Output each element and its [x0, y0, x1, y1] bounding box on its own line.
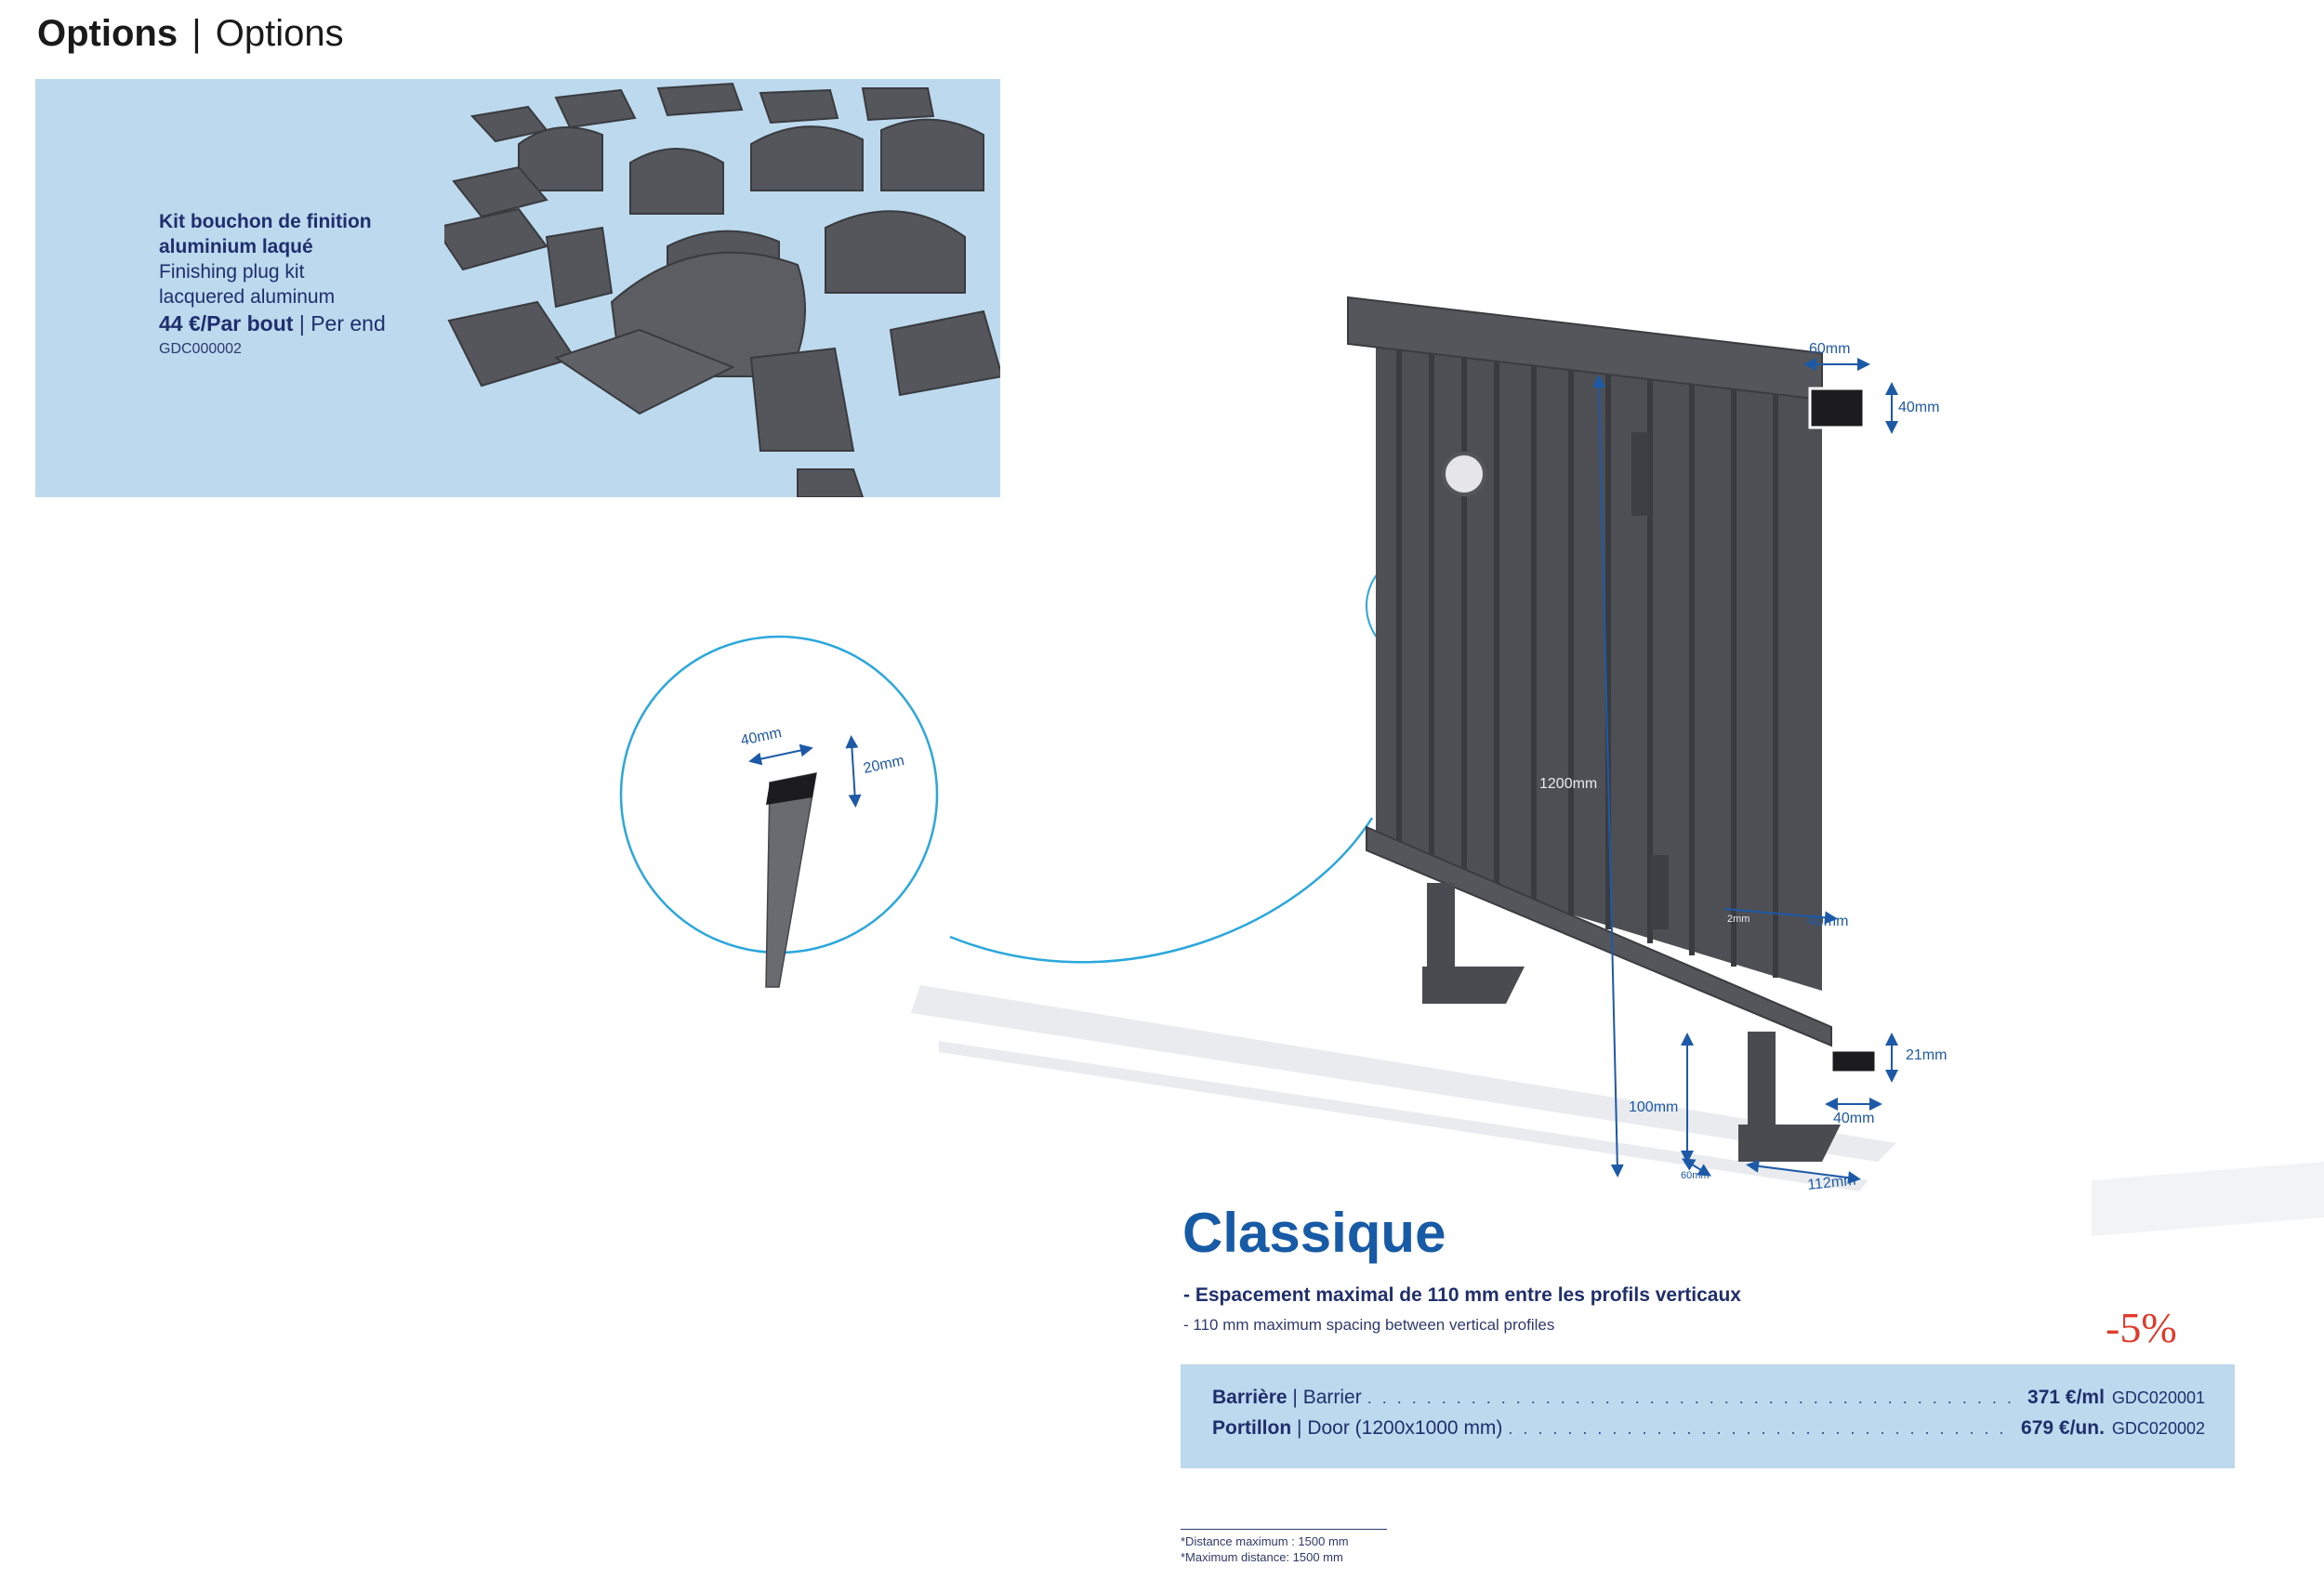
discount-badge: -5% — [2106, 1304, 2177, 1351]
plug-kit-description: Kit bouchon de finition aluminium laqué … — [159, 209, 386, 362]
price-label-separator: | — [1297, 1417, 1302, 1439]
plug-kit-name-fr-line1: Kit bouchon de finition — [159, 211, 372, 232]
plug-kit-panel: Kit bouchon de finition aluminium laqué … — [35, 79, 1000, 497]
price-label: Portillon | Door (1200x1000 mm) — [1212, 1417, 1502, 1440]
price-row-door: Portillon | Door (1200x1000 mm) . . . . … — [1212, 1417, 2205, 1445]
footnote-en: *Maximum distance: 1500 mm — [1181, 1550, 1343, 1564]
plug-kit-code: GDC000002 — [159, 341, 242, 357]
price-label: Barrière | Barrier — [1212, 1387, 1362, 1409]
price-value: 371 €/ml — [2027, 1387, 2105, 1408]
plug-kit-name-fr-line2: aluminium laqué — [159, 236, 313, 257]
price-label-en: Door (1200x1000 mm) — [1307, 1417, 1503, 1439]
dimension-lines — [1592, 358, 1898, 1185]
footnote: *Distance maximum : 1500 mm *Maximum dis… — [1181, 1529, 1387, 1565]
fence-shadow — [911, 985, 2324, 1236]
dimension-top-rail-height: 40mm — [1898, 400, 1939, 415]
callout-connector — [949, 817, 1374, 964]
price-code: GDC020001 — [2111, 1388, 2205, 1407]
dimension-baluster-width: 40mm — [739, 725, 783, 749]
plug-kit-price-fr: 44 €/Par bout — [159, 311, 294, 336]
price-value: 679 €/un. — [2021, 1417, 2105, 1439]
price-label-fr: Barrière — [1212, 1387, 1287, 1408]
dimension-baluster-depth: 20mm — [862, 753, 905, 777]
page-title-separator: | — [191, 13, 202, 54]
plug-kit-price: 44 €/Par bout | Per end — [159, 311, 386, 336]
dimension-bottom-rail-height: 21mm — [1906, 1047, 1947, 1063]
baluster-detail — [748, 735, 862, 988]
dimension-base-depth: 60mm — [1681, 1170, 1710, 1181]
page-title-en: Options — [215, 13, 344, 54]
finishing-plug-illustration — [444, 82, 1000, 497]
plug-kit-name-en-line1: Finishing plug kit — [159, 261, 305, 283]
price-list: Barrière | Barrier . . . . . . . . . . .… — [1181, 1364, 2235, 1468]
price-leader-dots: . . . . . . . . . . . . . . . . . . . . … — [1367, 1388, 2022, 1407]
page-title-fr: Options — [37, 13, 178, 54]
dimension-bottom-rail-width: 40mm — [1833, 1111, 1874, 1126]
dimension-lower-rail-width: 40mm — [1807, 914, 1848, 929]
plug-kit-price-en: Per end — [310, 311, 386, 336]
feature-en: - 110 mm maximum spacing between vertica… — [1183, 1316, 1555, 1334]
page-title: Options | Options — [37, 13, 344, 55]
feature-fr: - Espacement maximal de 110 mm entre les… — [1183, 1284, 1741, 1306]
price-code: GDC020002 — [2111, 1419, 2205, 1438]
dimension-base-width: 112mm — [1807, 1173, 1857, 1193]
dimension-height: 1200mm — [1539, 776, 1597, 792]
fence-body — [1347, 296, 1878, 1162]
price-label-fr: Portillon — [1212, 1417, 1292, 1439]
dimension-gap: 2mm — [1727, 914, 1750, 925]
plug-kit-name-en-line2: lacquered aluminum — [159, 286, 336, 308]
footnote-fr: *Distance maximum : 1500 mm — [1181, 1534, 1349, 1548]
price-row-barrier: Barrière | Barrier . . . . . . . . . . .… — [1212, 1387, 2205, 1414]
plug-kit-price-separator: | — [298, 311, 305, 336]
dimension-ground-clearance: 100mm — [1629, 1099, 1678, 1115]
price-label-separator: | — [1292, 1387, 1298, 1408]
price-leader-dots: . . . . . . . . . . . . . . . . . . . . … — [1508, 1419, 2015, 1438]
product-title: Classique — [1182, 1202, 1446, 1264]
price-label-en: Barrier — [1302, 1387, 1362, 1408]
dimension-top-rail-width: 60mm — [1809, 341, 1850, 357]
